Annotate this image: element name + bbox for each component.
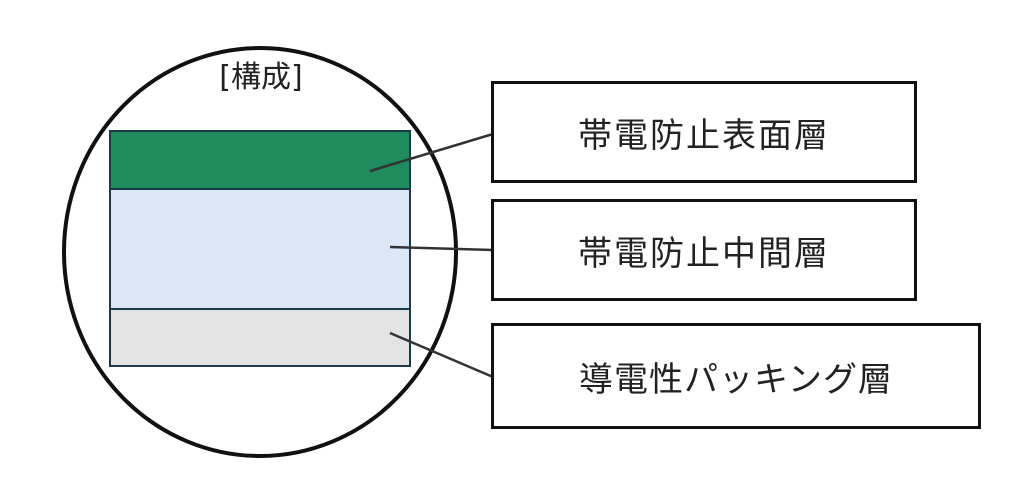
packing-layer (109, 308, 411, 367)
surface-layer (109, 130, 411, 190)
middle-layer-label: 帯電防止中間層 (491, 199, 917, 301)
surface-layer-label: 帯電防止表面層 (491, 81, 917, 183)
magnifier-circle (62, 46, 458, 458)
diagram-title: [構成] (219, 60, 303, 95)
leader-line-packing (389, 331, 494, 379)
leader-line-middle (389, 245, 494, 252)
middle-layer (109, 188, 411, 310)
leader-line-surface (369, 132, 494, 173)
packing-layer-label: 導電性パッキング層 (491, 323, 981, 429)
